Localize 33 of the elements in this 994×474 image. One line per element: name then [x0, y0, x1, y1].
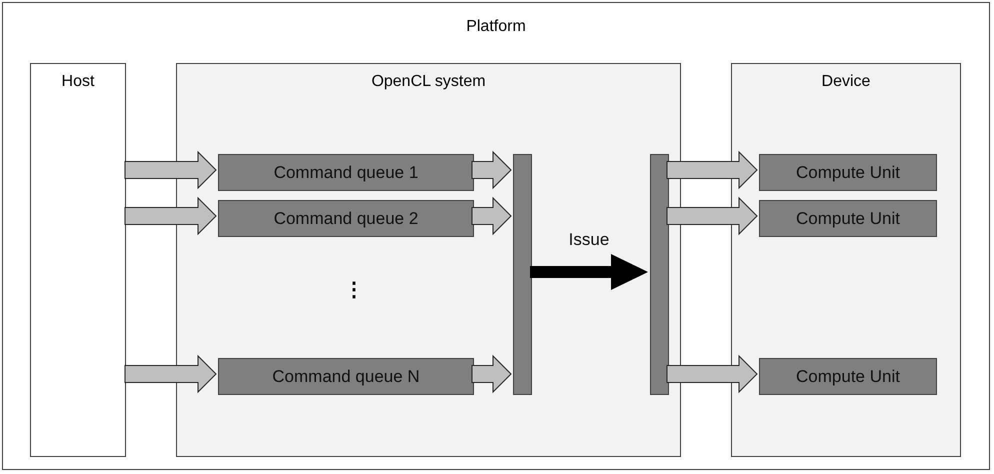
- process-box: [218, 200, 474, 237]
- block-arrow: [472, 150, 512, 190]
- node-label: Compute Unit: [796, 164, 900, 181]
- node-label: Host: [62, 74, 94, 90]
- node-label: Device: [822, 74, 870, 90]
- collector-bar: [513, 154, 532, 395]
- block-arrow: [472, 196, 512, 236]
- block-arrow: [124, 354, 217, 394]
- node-label: OpenCL system: [371, 74, 486, 90]
- block-arrow: [530, 254, 648, 290]
- process-box: [759, 154, 937, 191]
- node-label: Compute Unit: [796, 368, 900, 385]
- block-arrow: [666, 196, 758, 236]
- group-box: [731, 63, 961, 457]
- block-arrow: [666, 150, 758, 190]
- block-arrow: [666, 354, 758, 394]
- edge-label: Issue: [568, 231, 610, 248]
- process-box: [218, 358, 474, 395]
- block-arrow: [124, 196, 217, 236]
- block-arrow: [472, 354, 512, 394]
- group-box: [30, 63, 126, 457]
- node-label: Platform: [466, 19, 526, 35]
- node-label: Command queue 2: [274, 210, 418, 227]
- block-arrow: [124, 150, 217, 190]
- node-label: Command queue 1: [274, 164, 418, 181]
- node-label: Compute Unit: [796, 210, 900, 227]
- ellipsis-mark: ⋮: [344, 280, 364, 300]
- node-label: Command queue N: [272, 368, 420, 385]
- process-box: [759, 358, 937, 395]
- collector-bar: [650, 154, 669, 395]
- process-box: [218, 154, 474, 191]
- process-box: [759, 200, 937, 237]
- group-box: [176, 63, 681, 457]
